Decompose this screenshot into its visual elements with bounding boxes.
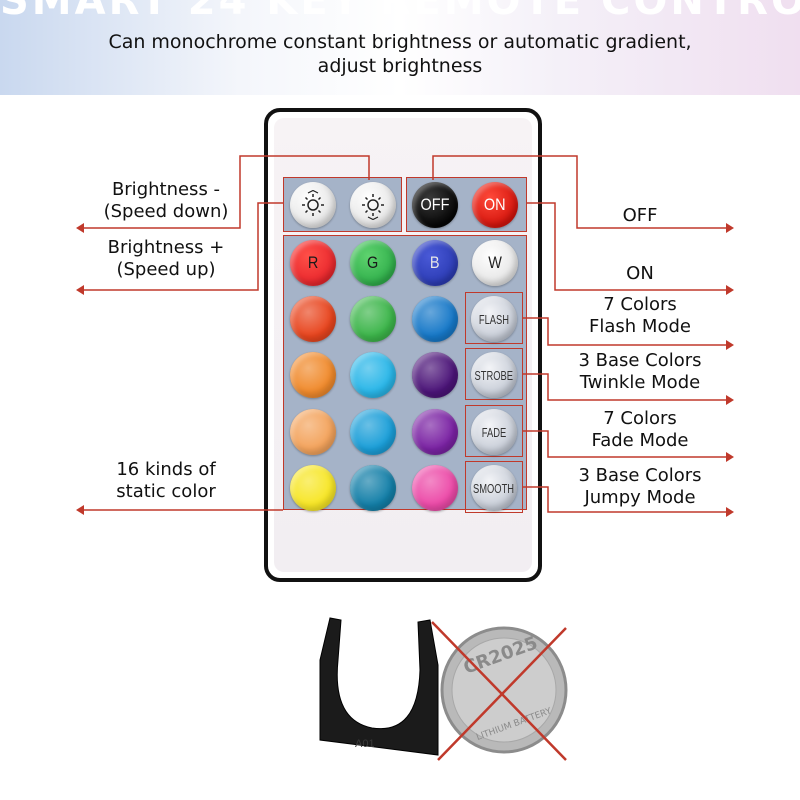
- brightness-down-button[interactable]: [290, 182, 336, 228]
- flash-box: [465, 292, 523, 344]
- strobe-button-label: STROBE: [474, 367, 514, 383]
- subtitle-line-2: adjust brightness: [317, 55, 483, 77]
- label-smooth-line1: 3 Base Colors: [578, 465, 702, 486]
- off-button[interactable]: OFF: [412, 182, 458, 228]
- strobe-button[interactable]: STROBE: [471, 352, 517, 398]
- brightness-up-button[interactable]: [350, 182, 396, 228]
- label-brightness-down-line1: Brightness -: [111, 179, 221, 200]
- label-static-line2: static color: [116, 481, 216, 502]
- strobe-box: [465, 348, 523, 400]
- label-static-color: 16 kinds of static color: [86, 459, 246, 503]
- green-button-label: G: [367, 253, 379, 272]
- label-flash-line1: 7 Colors: [603, 294, 677, 315]
- color-button[interactable]: [412, 352, 458, 398]
- label-static-line1: 16 kinds of: [116, 459, 216, 480]
- blue-button-label: B: [430, 253, 440, 272]
- color-button[interactable]: [290, 409, 336, 455]
- label-brightness-down: Brightness - (Speed down): [86, 179, 246, 223]
- fade-box: [465, 405, 523, 457]
- color-button[interactable]: [290, 352, 336, 398]
- label-fade-line2: Fade Mode: [591, 430, 689, 451]
- blue-button[interactable]: B: [412, 240, 458, 286]
- off-button-label: OFF: [420, 195, 450, 214]
- label-smooth-line2: Jumpy Mode: [584, 487, 696, 508]
- label-brightness-down-line2: (Speed down): [103, 201, 229, 222]
- fade-button[interactable]: FADE: [471, 409, 517, 455]
- label-strobe-line1: 3 Base Colors: [578, 350, 702, 371]
- label-fade: 7 Colors Fade Mode: [555, 408, 725, 452]
- color-button[interactable]: [350, 296, 396, 342]
- color-button[interactable]: [350, 465, 396, 511]
- smooth-button[interactable]: SMOOTH: [471, 465, 517, 511]
- banner-title: SMART 24 KEY REMOTE CONTROL: [0, 0, 800, 24]
- on-button[interactable]: ON: [472, 182, 518, 228]
- white-button[interactable]: W: [472, 240, 518, 286]
- red-button[interactable]: R: [290, 240, 336, 286]
- label-flash-line2: Flash Mode: [589, 316, 691, 337]
- color-button[interactable]: [412, 409, 458, 455]
- fade-button-label: FADE: [481, 424, 507, 440]
- label-brightness-up-line2: (Speed up): [116, 259, 216, 280]
- color-button[interactable]: [412, 296, 458, 342]
- white-button-label: W: [488, 253, 502, 272]
- color-button[interactable]: [290, 296, 336, 342]
- clip-text: A01: [355, 738, 375, 750]
- label-strobe: 3 Base Colors Twinkle Mode: [555, 350, 725, 394]
- cross-out-icon: [431, 621, 567, 761]
- label-brightness-up-line1: Brightness +: [107, 237, 225, 258]
- label-smooth: 3 Base Colors Jumpy Mode: [555, 465, 725, 509]
- label-strobe-line2: Twinkle Mode: [579, 372, 701, 393]
- mounting-clip-icon: A01: [319, 617, 439, 756]
- color-button[interactable]: [412, 465, 458, 511]
- sun-up-icon: [362, 194, 384, 220]
- subtitle: Can monochrome constant brightness or au…: [0, 30, 800, 78]
- label-flash: 7 Colors Flash Mode: [555, 294, 725, 338]
- subtitle-line-1: Can monochrome constant brightness or au…: [108, 31, 692, 53]
- red-button-label: R: [307, 253, 319, 272]
- label-off: OFF: [622, 205, 658, 226]
- color-button[interactable]: [290, 465, 336, 511]
- color-button[interactable]: [350, 409, 396, 455]
- sun-down-icon: [302, 190, 324, 216]
- color-button[interactable]: [350, 352, 396, 398]
- label-on: ON: [626, 263, 654, 284]
- on-button-label: ON: [484, 195, 506, 214]
- smooth-button-label: SMOOTH: [473, 480, 515, 496]
- green-button[interactable]: G: [350, 240, 396, 286]
- flash-button[interactable]: FLASH: [471, 296, 517, 342]
- label-fade-line1: 7 Colors: [603, 408, 677, 429]
- flash-button-label: FLASH: [478, 311, 510, 327]
- header-banner: SMART 24 KEY REMOTE CONTROL Can monochro…: [0, 0, 800, 95]
- label-brightness-up: Brightness + (Speed up): [86, 237, 246, 281]
- smooth-box: [465, 461, 523, 513]
